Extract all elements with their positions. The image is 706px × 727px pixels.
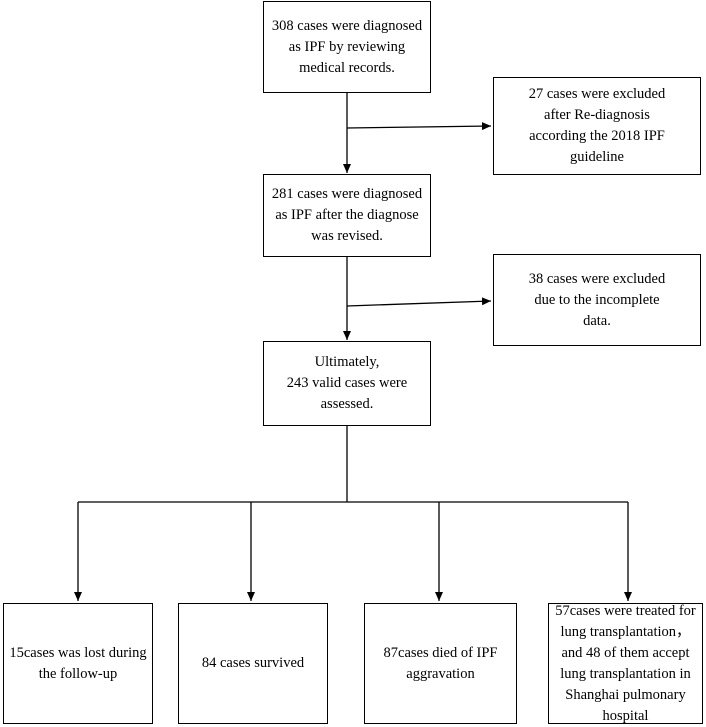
box-died-text: 87cases died of IPF aggravation xyxy=(383,644,498,682)
box-transplant: 57cases were treated for lung transplant… xyxy=(548,603,703,724)
box-died: 87cases died of IPF aggravation xyxy=(364,603,517,724)
box-excluded-incomplete: 38 cases were excluded due to the incomp… xyxy=(493,254,701,346)
box-lost-followup-text: 15cases was lost during the follow-up xyxy=(9,644,147,682)
box-transplant-text: 57cases were treated for lung transplant… xyxy=(555,602,696,724)
box-lost-followup: 15cases was lost during the follow-up xyxy=(3,603,153,724)
box-assessed: Ultimately, 243 valid cases were assesse… xyxy=(263,341,431,426)
box-excluded-rediagnosis: 27 cases were excluded after Re-diagnosi… xyxy=(493,77,701,175)
box-revised-diagnosis: 281 cases were diagnosed as IPF after th… xyxy=(263,174,431,257)
arrow-to-excluded-rediagnosis xyxy=(346,122,492,131)
arrow-to-excluded-incomplete xyxy=(346,297,492,307)
box-excluded-incomplete-text: 38 cases were excluded due to the incomp… xyxy=(528,270,666,329)
box-excluded-rediagnosis-text: 27 cases were excluded after Re-diagnosi… xyxy=(528,86,666,165)
box-revised-diagnosis-text: 281 cases were diagnosed as IPF after th… xyxy=(271,186,423,244)
box-initial-diagnosis: 308 cases were diagnosed as IPF by revie… xyxy=(263,1,431,93)
box-survived-text: 84 cases survived xyxy=(201,655,305,671)
box-assessed-text: Ultimately, 243 valid cases were assesse… xyxy=(286,354,408,412)
box-survived: 84 cases survived xyxy=(178,603,328,724)
box-initial-diagnosis-text: 308 cases were diagnosed as IPF by revie… xyxy=(271,17,423,76)
